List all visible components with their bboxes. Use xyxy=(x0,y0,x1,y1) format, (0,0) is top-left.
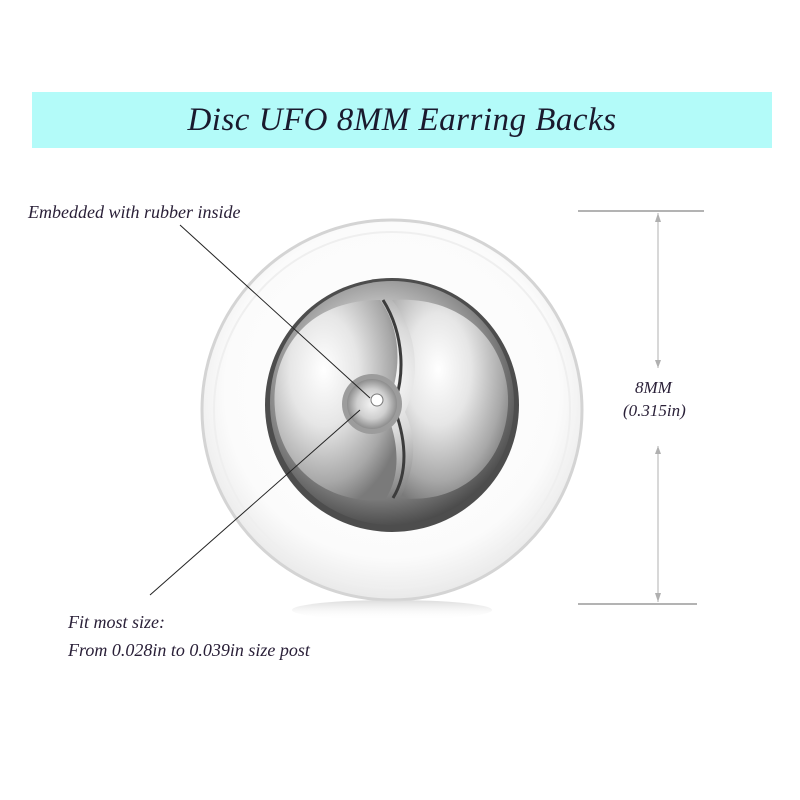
fit-leader-line xyxy=(149,409,361,596)
clear-disc-inner-ring xyxy=(213,231,571,589)
dimension-arrow-up-icon xyxy=(655,213,661,222)
disc-reflection xyxy=(292,600,492,620)
post-hole xyxy=(370,393,384,407)
left-lobe xyxy=(274,300,398,501)
dimension-arrow-down-icon xyxy=(655,593,661,602)
rubber-leader-line xyxy=(179,224,371,399)
title-band: Disc UFO 8MM Earring Backs xyxy=(32,92,772,148)
dimension-arrow-mid-down-icon xyxy=(655,360,661,368)
right-lobe xyxy=(392,299,509,499)
dimension-inch-label: (0.315in) xyxy=(623,401,686,420)
fit-annotation-line2: From 0.028in to 0.039in size post xyxy=(68,640,310,660)
dimension-mm-label: 8MM xyxy=(635,378,672,397)
page-title: Disc UFO 8MM Earring Backs xyxy=(187,101,617,138)
dimension-arrow-mid-up-icon xyxy=(655,446,661,454)
fit-annotation-line1: Fit most size: xyxy=(68,612,165,632)
rubber-annotation: Embedded with rubber inside xyxy=(28,202,241,222)
